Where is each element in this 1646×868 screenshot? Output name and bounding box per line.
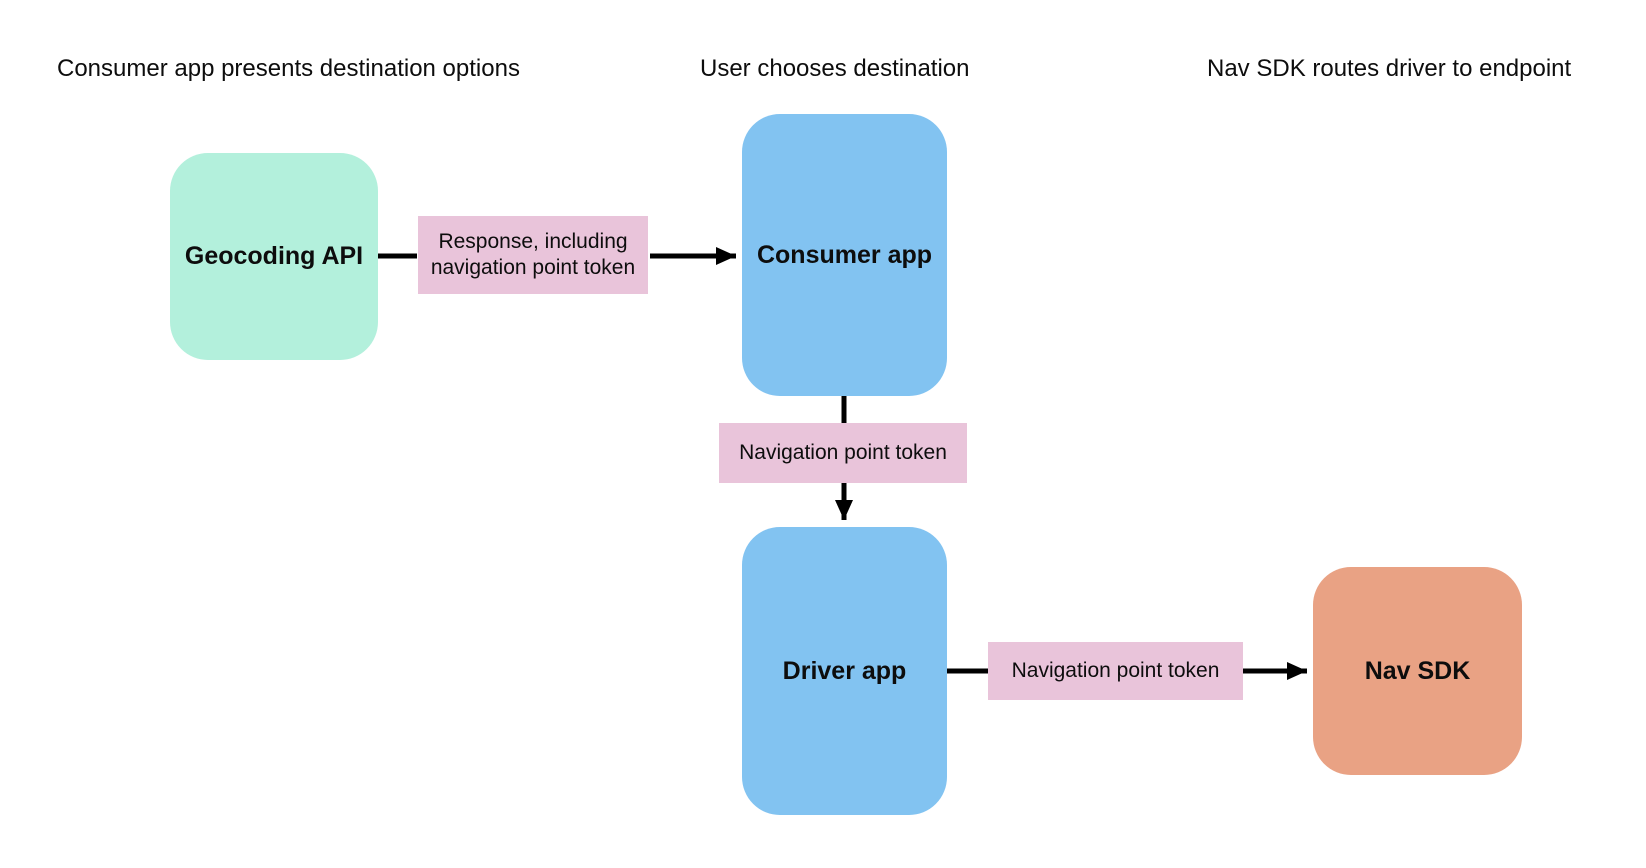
phase-label-user-chooses: User chooses destination	[700, 55, 970, 82]
node-consumer-app-label: Consumer app	[756, 240, 933, 269]
phase-label-consumer-presents: Consumer app presents destination option…	[57, 55, 520, 82]
edge-label-text: Navigation point token	[1011, 659, 1220, 682]
node-driver-app-label: Driver app	[782, 656, 907, 685]
phase-label-navsdk-routes: Nav SDK routes driver to endpoint	[1207, 55, 1572, 82]
node-geocoding-api-label: Geocoding API	[184, 242, 364, 270]
edge-label-response-including-token: Response, including navigation point tok…	[418, 216, 648, 294]
edge-label-text: Navigation point token	[739, 441, 947, 464]
node-nav-sdk-label: Nav SDK	[1364, 656, 1471, 685]
edge-label-navigation-point-token-1: Navigation point token	[719, 423, 967, 483]
node-consumer-app: Consumer app	[742, 114, 947, 396]
node-nav-sdk: Nav SDK	[1313, 567, 1522, 775]
edge-label-text: Response, including navigation point tok…	[430, 230, 636, 279]
edge-label-navigation-point-token-2: Navigation point token	[988, 642, 1243, 700]
node-geocoding-api: Geocoding API	[170, 153, 378, 360]
node-driver-app: Driver app	[742, 527, 947, 815]
